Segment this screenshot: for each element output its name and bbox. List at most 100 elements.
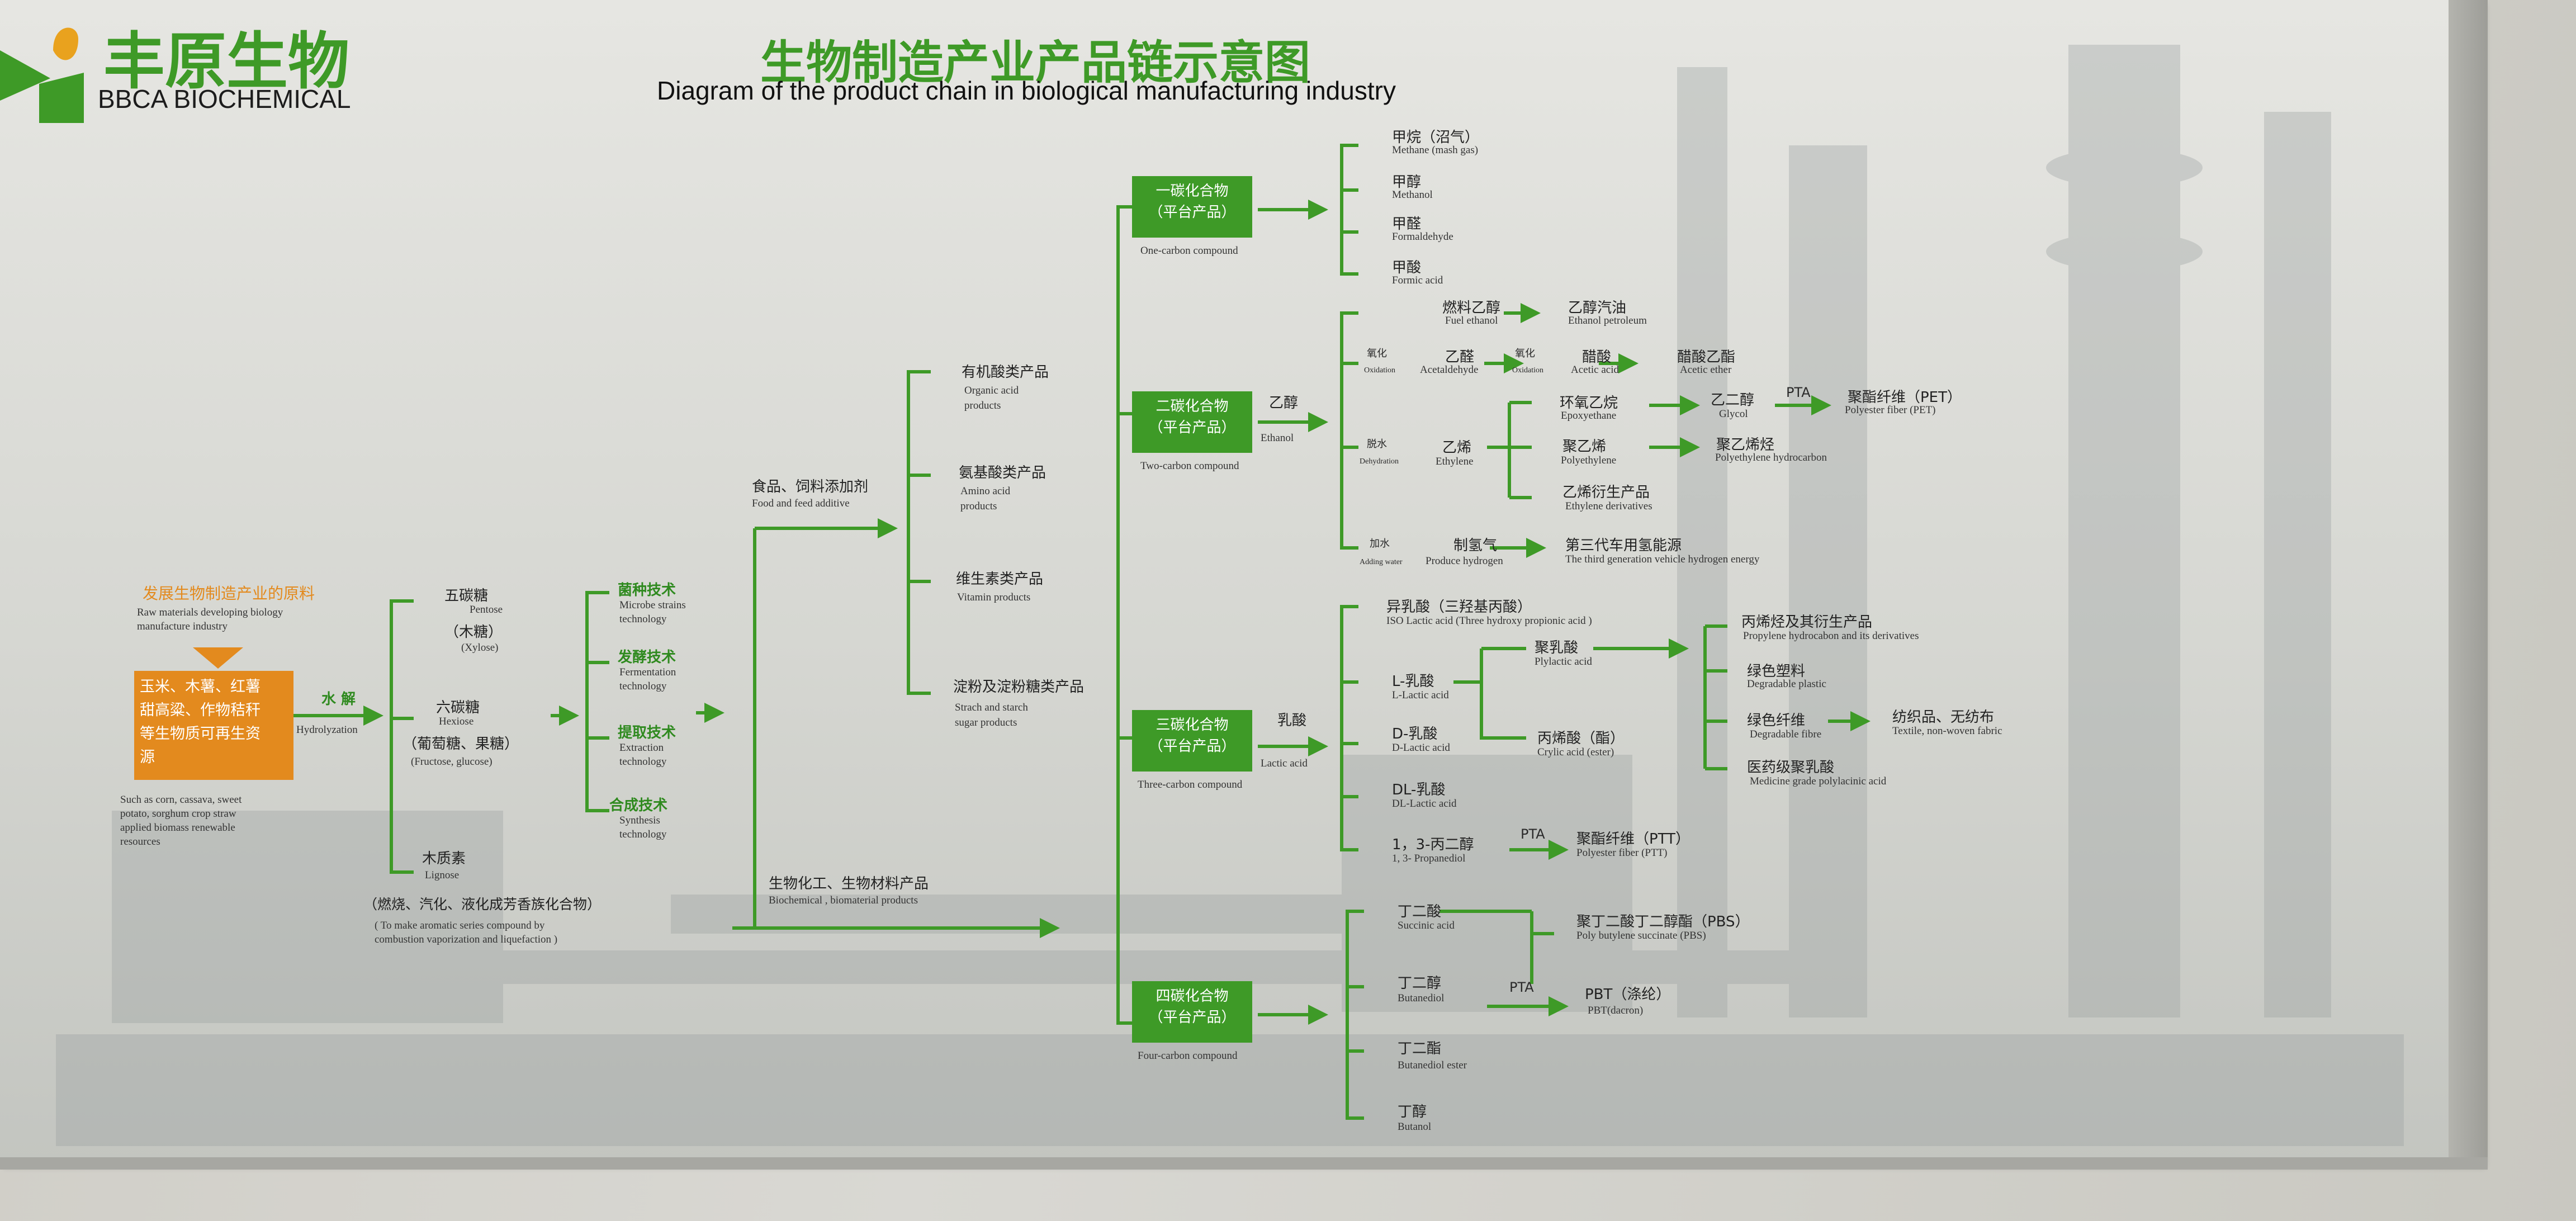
c4-succinic-zh: 丁二酸 <box>1398 903 1442 920</box>
platform-c3-zh2: （平台产品） <box>1148 738 1236 755</box>
c3-propylene-en: Propylene hydrocabon and its derivatives <box>1743 630 1919 642</box>
lignin-note-zh: （燃烧、汽化、液化成芳香族化合物） <box>363 896 602 912</box>
food-label-zh: 食品、饲料添加剂 <box>752 479 869 495</box>
sugar-hexose-en2: (Fructose, glucose) <box>411 756 493 768</box>
food-product-organic-zh: 有机酸类产品 <box>962 364 1049 381</box>
c2-adding-water-en: Adding water <box>1360 558 1403 566</box>
c4-pbt-en: PBT(dacron) <box>1588 1005 1644 1016</box>
food-product-starch-zh: 淀粉及淀粉糖类产品 <box>953 679 1085 695</box>
c3-fibre-en: Degradable fibre <box>1750 728 1822 740</box>
c3-d-lactic-zh: D-乳酸 <box>1392 726 1438 742</box>
platform-c1-box: 一碳化合物 （平台产品） <box>1132 176 1252 238</box>
c4-butanol-zh: 丁醇 <box>1398 1104 1427 1120</box>
c1-methanol-zh: 甲醇 <box>1392 174 1422 191</box>
c3-l-lactic-zh: L-乳酸 <box>1392 673 1434 690</box>
food-product-amino-zh: 氨基酸类产品 <box>959 465 1046 481</box>
raw-title-en1: Raw materials developing biology <box>137 607 283 618</box>
biochem-label-en: Biochemical , biomaterial products <box>769 895 918 906</box>
lignin-note-en1: ( To make aromatic series compound by <box>375 920 545 931</box>
c3-plastic-en: Degradable plastic <box>1747 678 1826 690</box>
c3-d-lactic-en: D-Lactic acid <box>1392 742 1450 754</box>
c4-butanediol-zh: 丁二醇 <box>1398 975 1442 992</box>
food-product-vitamin-en1: Vitamin products <box>957 591 1031 603</box>
platform-c3-box: 三碳化合物 （平台产品） <box>1132 710 1252 772</box>
food-product-starch-en2: sugar products <box>955 717 1017 728</box>
platform-c1-zh2: （平台产品） <box>1148 204 1236 221</box>
c3-medicine-zh: 医药级聚乳酸 <box>1747 759 1835 776</box>
c1-formic-zh: 甲酸 <box>1392 259 1422 276</box>
platform-c2-zh1: 二碳化合物 <box>1156 398 1229 415</box>
c3-iso-lactic-zh: 异乳酸（三羟基丙酸） <box>1386 599 1532 616</box>
platform-c1-en: One-carbon compound <box>1140 245 1238 257</box>
platform-c2-box: 二碳化合物 （平台产品） <box>1132 391 1252 453</box>
raw-title-zh: 发展生物制造产业的原料 <box>143 584 315 603</box>
tech-synthesis-zh: 合成技术 <box>609 797 668 814</box>
sugar-lignose-en: Lignose <box>425 869 460 881</box>
raw-desc-1: Such as corn, cassava, sweet <box>120 794 242 806</box>
c1-methane-en: Methane (mash gas) <box>1392 144 1479 156</box>
c2-acetic-acid-en: Acetic acid <box>1571 364 1619 376</box>
tech-fermentation-en1: Fermentation <box>619 666 676 678</box>
c2-fuel-ethanol-zh: 燃料乙醇 <box>1442 300 1501 316</box>
platform-c2-via-en: Ethanol <box>1261 432 1294 444</box>
c1-formic-en: Formic acid <box>1392 275 1443 286</box>
page-title-zh: 生物制造产业产品链示意图 <box>760 36 1311 89</box>
c3-propylene-zh: 丙烯烃及其衍生产品 <box>1741 614 1873 631</box>
c4-pta: PTA <box>1509 979 1534 995</box>
c2-oxidation2-zh: 氧化 <box>1515 348 1535 359</box>
c2-glycol-en: Glycol <box>1719 408 1748 420</box>
down-arrow-icon <box>193 647 243 669</box>
platform-c2-en: Two-carbon compound <box>1140 460 1239 472</box>
c3-pla-en: Plylactic acid <box>1535 656 1592 668</box>
c3-pta: PTA <box>1521 826 1545 842</box>
c2-pe-hydrocarbon-zh: 聚乙烯烃 <box>1716 437 1775 453</box>
c3-dl-lactic-zh: DL-乳酸 <box>1392 782 1446 798</box>
flow-lines <box>293 144 1871 1120</box>
platform-c3-zh1: 三碳化合物 <box>1156 717 1229 733</box>
c2-dehydration-en: Dehydration <box>1360 457 1399 466</box>
c3-acrylic-zh: 丙烯酸（酯） <box>1537 730 1625 747</box>
sugar-hexose-zh2: （葡萄糖、果糖） <box>402 736 519 753</box>
c2-acetic-ether-zh: 醋酸乙酯 <box>1677 349 1736 366</box>
c2-adding-water-zh: 加水 <box>1370 538 1390 550</box>
tech-extraction-zh: 提取技术 <box>618 725 676 741</box>
sugar-pentose-en2: (Xylose) <box>461 642 499 654</box>
c3-propanediol-en: 1, 3- Propanediol <box>1392 853 1466 864</box>
platform-c4-en: Four-carbon compound <box>1138 1050 1238 1062</box>
lignin-note-en2: combustion vaporization and liquefaction… <box>375 934 558 945</box>
c2-third-gen-en: The third generation vehicle hydrogen en… <box>1565 553 1760 565</box>
c1-methane-zh: 甲烷（沼气） <box>1392 129 1480 146</box>
tech-microbe-zh: 菌种技术 <box>618 582 676 599</box>
c3-ptt-en: Polyester fiber (PTT) <box>1576 847 1668 859</box>
raw-desc-2: potato, sorghum crop straw <box>120 808 236 820</box>
biochem-label-zh: 生物化工、生物材料产品 <box>769 875 929 892</box>
c3-pla-zh: 聚乳酸 <box>1535 640 1579 656</box>
c1-methanol-en: Methanol <box>1392 189 1433 201</box>
brand-name-en: BBCA BIOCHEMICAL <box>98 84 351 113</box>
c2-oxidation2-en: Oxidation <box>1512 366 1543 375</box>
c2-ethanol-petroleum-en: Ethanol petroleum <box>1568 315 1647 326</box>
platform-c4-box: 四碳化合物 （平台产品） <box>1132 981 1252 1043</box>
logo-icon <box>0 27 84 123</box>
c2-acetic-ether-en: Acetic ether <box>1680 364 1732 376</box>
sugar-hexose-zh: 六碳糖 <box>436 699 480 716</box>
c3-textile-zh: 纺织品、无纺布 <box>1892 709 1995 726</box>
factory-background <box>56 45 2404 1146</box>
c4-ester-en: Butanediol ester <box>1398 1059 1467 1071</box>
platform-c3-en: Three-carbon compound <box>1138 779 1243 791</box>
tech-synthesis-en2: technology <box>619 829 667 840</box>
hydrolysis-label-zh: 水 解 <box>321 691 356 708</box>
c3-ptt-zh: 聚酯纤维（PTT） <box>1576 831 1690 848</box>
platform-c2-zh2: （平台产品） <box>1148 419 1236 436</box>
tech-extraction-en2: technology <box>619 756 667 768</box>
c2-third-gen-zh: 第三代车用氢能源 <box>1565 537 1682 554</box>
c2-pta: PTA <box>1786 385 1811 400</box>
board-frame-right <box>2449 0 2488 1166</box>
c1-formaldehyde-en: Formaldehyde <box>1392 231 1453 243</box>
c4-pbt-zh: PBT（涤纶） <box>1585 986 1671 1003</box>
tech-microbe-en2: technology <box>619 613 667 625</box>
c4-pbs-en: Poly butylene succinate (PBS) <box>1576 930 1706 941</box>
food-label-en: Food and feed additive <box>752 498 850 509</box>
c3-medicine-en: Medicine grade polylacinic acid <box>1750 775 1887 787</box>
c3-propanediol-zh: 1，3-丙二醇 <box>1392 836 1474 853</box>
